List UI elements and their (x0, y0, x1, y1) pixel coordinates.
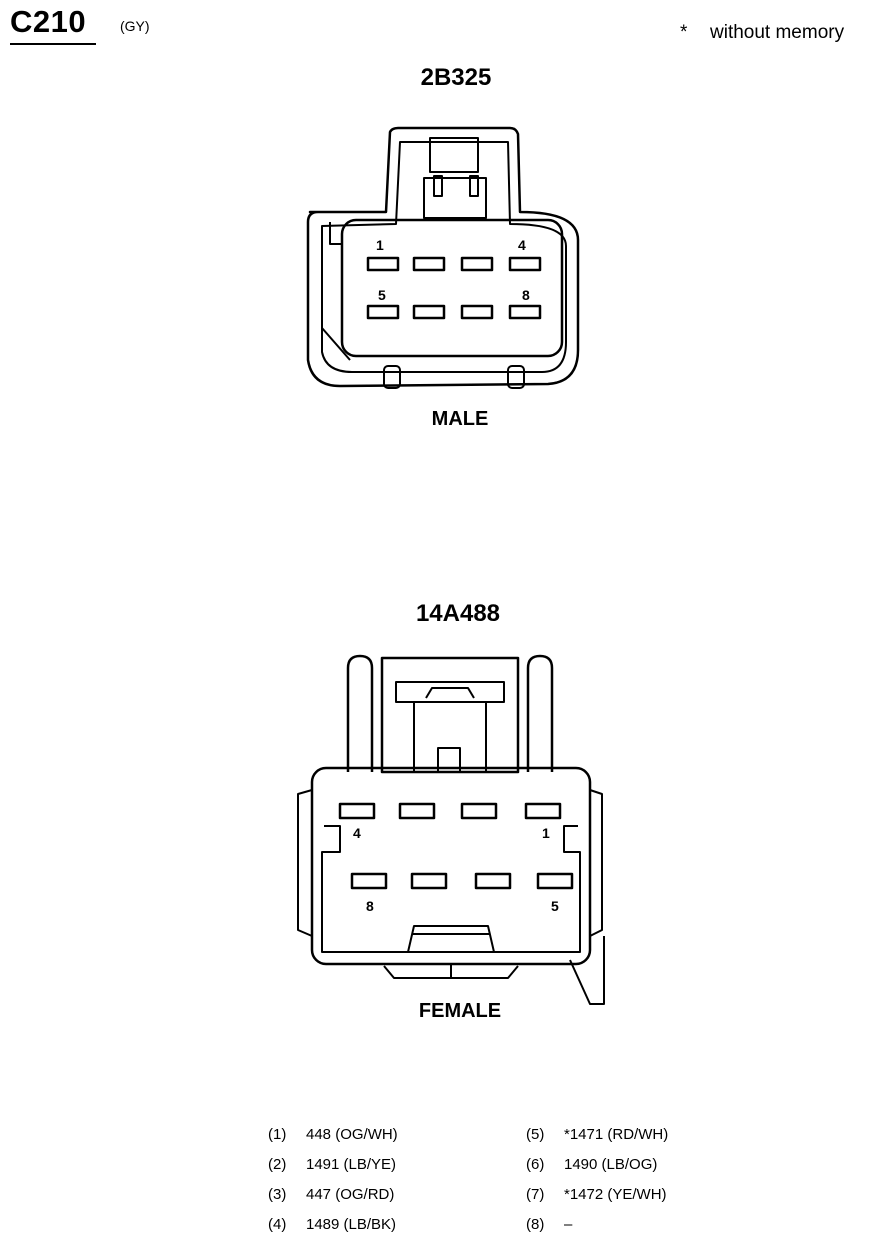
pin-circuit: 1490 (LB/OG) (564, 1156, 658, 1173)
female-terminal-5 (536, 872, 574, 890)
connector-color: (GY) (120, 18, 150, 34)
male-pin-label: 8 (522, 287, 530, 303)
connector-id-underline (10, 43, 96, 45)
pin-circuit: 448 (OG/WH) (306, 1126, 398, 1143)
female-pin-label: 1 (542, 825, 550, 841)
male-pin-label: 5 (378, 287, 386, 303)
note-text: without memory (710, 22, 845, 43)
connector-id: C210 (10, 4, 87, 39)
female-terminal-1 (524, 802, 562, 820)
male-terminal-3 (460, 256, 494, 272)
male-terminal-2 (412, 256, 446, 272)
female-terminal-8 (350, 872, 388, 890)
male-label: MALE (431, 408, 489, 430)
male-part-number: 2B325 (420, 64, 492, 91)
female-terminal-2 (460, 802, 498, 820)
male-pin-label: 1 (376, 237, 384, 253)
pin-circuit: 1491 (LB/YE) (306, 1156, 397, 1173)
pin-circuit: *1471 (RD/WH) (564, 1126, 669, 1143)
female-terminal-6 (474, 872, 512, 890)
pin-number: (4) (268, 1216, 287, 1233)
pin-circuit: *1472 (YE/WH) (564, 1186, 667, 1203)
pin-row: (3) 447 (OG/RD) (268, 1186, 394, 1203)
female-pin-label: 4 (353, 825, 361, 841)
male-terminal-1 (366, 256, 400, 272)
female-terminal-4 (338, 802, 376, 820)
pin-circuit: 1489 (LB/BK) (306, 1216, 397, 1233)
pin-row: (2) 1491 (LB/YE) (268, 1156, 396, 1173)
note-symbol: * (680, 22, 688, 43)
male-terminal-7 (460, 304, 494, 320)
pin-circuit: 447 (OG/RD) (306, 1186, 395, 1203)
male-terminal-5 (366, 304, 400, 320)
pin-row: (1) 448 (OG/WH) (268, 1126, 398, 1143)
male-terminal-6 (412, 304, 446, 320)
female-terminal-3 (398, 802, 436, 820)
female-part-number: 14A488 (415, 600, 501, 627)
female-label: FEMALE (418, 1000, 502, 1022)
pin-number: (5) (526, 1126, 545, 1143)
legend-note: * without memory (680, 22, 844, 44)
pin-number: (8) (526, 1216, 545, 1233)
pin-row: (6) 1490 (LB/OG) (526, 1156, 657, 1173)
male-pin-label: 4 (518, 237, 526, 253)
female-terminal-7 (410, 872, 448, 890)
pin-row: (7) *1472 (YE/WH) (526, 1186, 667, 1203)
male-terminal-8 (508, 304, 542, 320)
pin-number: (3) (268, 1186, 287, 1203)
female-pin-label: 8 (366, 898, 374, 914)
pin-number: (6) (526, 1156, 545, 1173)
pin-row: (5) *1471 (RD/WH) (526, 1126, 668, 1143)
female-pin-label: 5 (551, 898, 559, 914)
male-terminal-4 (508, 256, 542, 272)
male-connector-drawing (306, 126, 580, 389)
pin-circuit: – (564, 1216, 573, 1233)
pin-number: (1) (268, 1126, 287, 1143)
female-connector-drawing (297, 654, 605, 1005)
pin-row: (8) – (526, 1216, 572, 1233)
pin-number: (7) (526, 1186, 545, 1203)
pin-number: (2) (268, 1156, 287, 1173)
pin-row: (4) 1489 (LB/BK) (268, 1216, 396, 1233)
